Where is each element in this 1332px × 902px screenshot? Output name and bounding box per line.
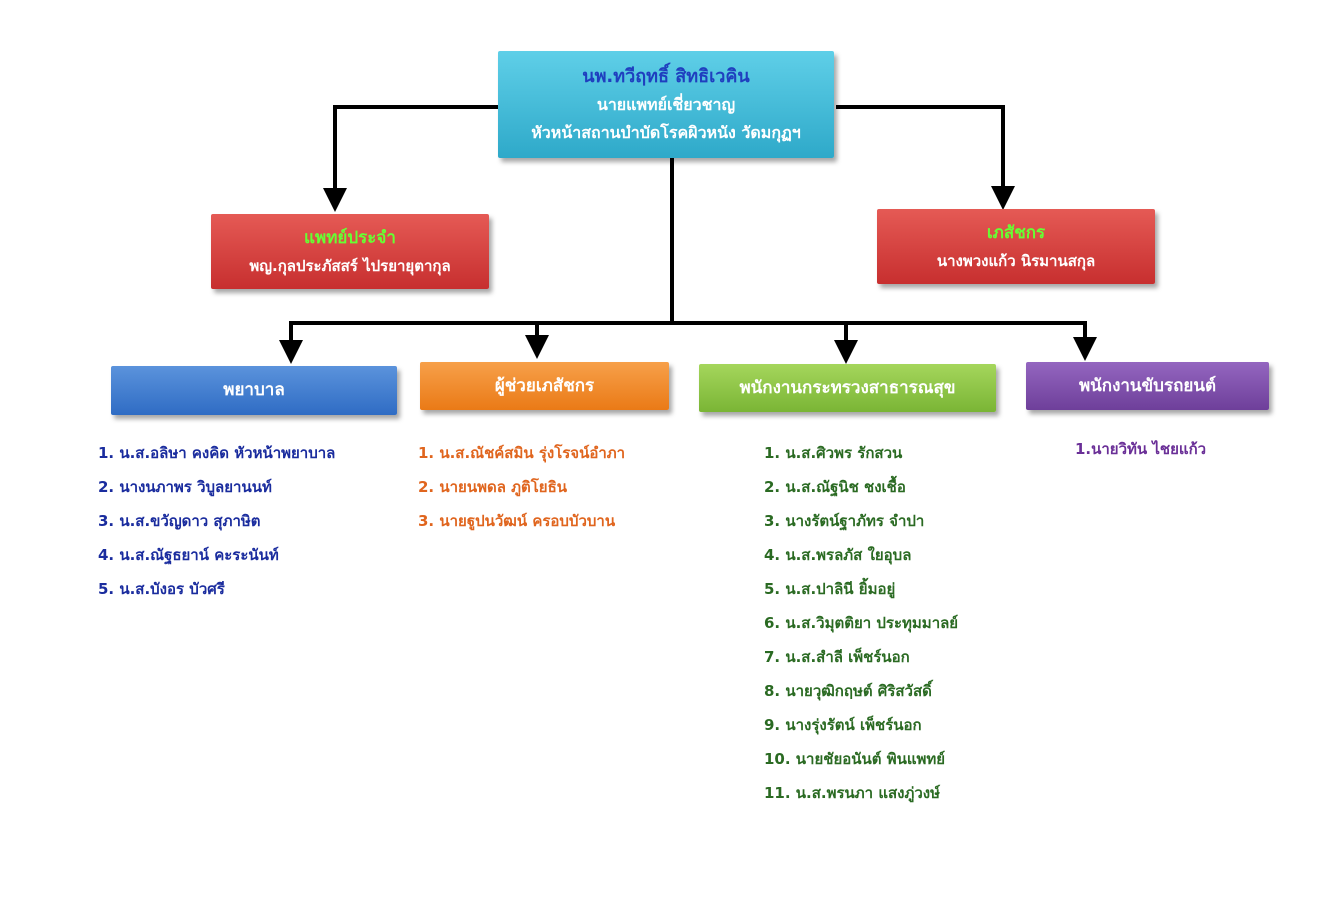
nurse-member: 3. น.ส.ขวัญดาว สุภาษิต xyxy=(98,512,261,530)
assistant-member-list: 1. น.ส.ณัชค์สมิน รุ่งโรจน์อำภา 2. นายนพด… xyxy=(418,436,625,538)
health-member-list: 1. น.ส.ศิวพร รักสวน 2. น.ส.ณัฐนิช ชงเชื้… xyxy=(764,436,958,810)
assistant-title: ผู้ช่วยเภสัชกร xyxy=(494,376,595,396)
pharmacist-box: เภสัชกร นางพวงแก้ว นิรมานสกุล xyxy=(877,209,1155,284)
nurse-box: พยาบาล xyxy=(111,366,397,415)
pharmacist-role: เภสัชกร xyxy=(986,223,1046,243)
driver-title: พนักงานขับรถยนต์ xyxy=(1078,376,1217,396)
nurse-member: 4. น.ส.ณัฐธยาน์ คะระนันท์ xyxy=(98,546,279,564)
nurse-member: 5. น.ส.บังอร บัวศรี xyxy=(98,580,225,598)
health-member: 1. น.ส.ศิวพร รักสวน xyxy=(764,444,903,462)
driver-member: 1.นายวิทัน ไชยแก้ว xyxy=(1075,440,1207,458)
doctor-box: แพทย์ประจำ พญ.กุลประภัสสร์ ไปรยายุตากุล xyxy=(211,214,489,289)
health-member: 2. น.ส.ณัฐนิช ชงเชื้อ xyxy=(764,478,906,496)
health-member: 8. นายวุฒิกฤษต์ ศิริสวัสดิ์ xyxy=(764,682,932,700)
health-member: 9. นางรุ่งรัตน์ เพ็ชร์นอก xyxy=(764,716,922,734)
pharmacist-name: นางพวงแก้ว นิรมานสกุล xyxy=(936,252,1096,270)
health-member: 11. น.ส.พรนภา แสงภู่วงษ์ xyxy=(764,784,941,802)
head-name: นพ.ทวีฤทธิ์ สิทธิเวคิน xyxy=(582,66,750,87)
connector-head-to-doctor xyxy=(323,105,498,212)
nurse-member: 1. น.ส.อลิษา คงคิด หัวหน้าพยาบาล xyxy=(98,444,336,462)
nurse-title: พยาบาล xyxy=(223,380,285,400)
doctor-role: แพทย์ประจำ xyxy=(304,228,396,248)
assistant-member: 2. นายนพดล ภูติโยธิน xyxy=(418,478,568,496)
nurse-member-list: 1. น.ส.อลิษา คงคิด หัวหน้าพยาบาล 2. นางน… xyxy=(98,436,335,606)
health-member: 3. นางรัตน์ฐาภัทร จำปา xyxy=(764,512,925,530)
health-member: 5. น.ส.ปาลินี ยิ้มอยู่ xyxy=(764,580,896,598)
assistant-box: ผู้ช่วยเภสัชกร xyxy=(420,362,669,410)
head-box: นพ.ทวีฤทธิ์ สิทธิเวคิน นายแพทย์เชี่ยวชาญ… xyxy=(498,51,834,158)
connector-head-to-pharmacist xyxy=(836,105,1015,210)
health-member: 4. น.ส.พรลภัส ใยอุบล xyxy=(764,546,912,564)
assistant-member: 3. นายฐูปนวัฒน์ ครอบบัวบาน xyxy=(418,512,616,530)
health-member: 10. นายชัยอนันต์ พินแพทย์ xyxy=(764,750,946,768)
driver-box: พนักงานขับรถยนต์ xyxy=(1026,362,1269,410)
health-title: พนักงานกระทรวงสาธารณสุข xyxy=(739,378,956,398)
head-position: หัวหน้าสถานบำบัดโรคผิวหนัง วัดมกุฏฯ xyxy=(531,123,801,142)
head-title: นายแพทย์เชี่ยวชาญ xyxy=(596,95,736,114)
health-member: 7. น.ส.สำลี เพ็ชร์นอก xyxy=(764,648,910,666)
assistant-member: 1. น.ส.ณัชค์สมิน รุ่งโรจน์อำภา xyxy=(418,444,626,462)
nurse-member: 2. นางนภาพร วิบูลยานนท์ xyxy=(98,478,272,496)
health-box: พนักงานกระทรวงสาธารณสุข xyxy=(699,364,996,412)
doctor-name: พญ.กุลประภัสสร์ ไปรยายุตากุล xyxy=(249,257,451,275)
health-member: 6. น.ส.วิมุตติยา ประทุมมาลย์ xyxy=(764,614,959,632)
driver-member-list: 1.นายวิทัน ไชยแก้ว xyxy=(1075,432,1206,466)
